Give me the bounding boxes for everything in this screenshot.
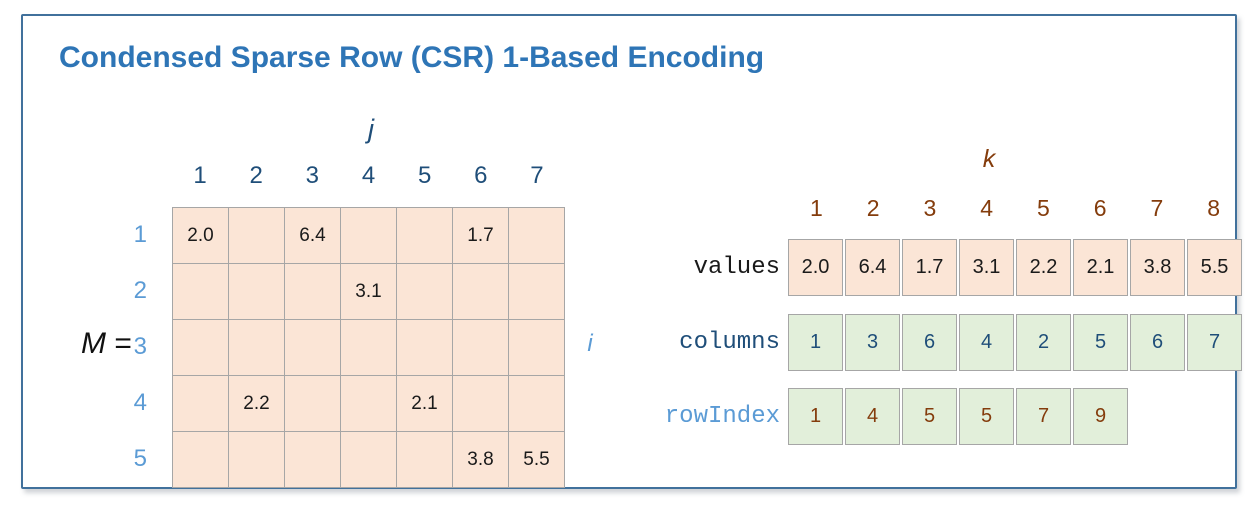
matrix-cell: 6.4 xyxy=(285,208,340,263)
matrix-cell xyxy=(453,376,508,431)
values-cell: 5.5 xyxy=(1187,239,1242,296)
matrix-symbol: M xyxy=(81,327,106,360)
columns-cell: 6 xyxy=(902,314,957,371)
array-index-header: 3 xyxy=(923,195,937,221)
matrix-cell xyxy=(285,432,340,487)
values-array-label: values xyxy=(693,254,780,281)
matrix-cell: 2.2 xyxy=(229,376,284,431)
array-index-header: 4 xyxy=(980,195,994,221)
matrix-cell xyxy=(173,376,228,431)
columns-cell: 5 xyxy=(1073,314,1128,371)
array-index-header: 8 xyxy=(1207,195,1221,221)
matrix-row-header: 4 xyxy=(133,389,147,416)
matrix-row-header: 5 xyxy=(133,445,147,472)
matrix-cell xyxy=(397,432,452,487)
matrix-cell xyxy=(285,376,340,431)
values-cell: 2.1 xyxy=(1073,239,1128,296)
slide-frame: Condensed Sparse Row (CSR) 1-Based Encod… xyxy=(21,14,1242,489)
matrix-cell xyxy=(509,264,564,319)
columns-cell: 6 xyxy=(1130,314,1185,371)
rowindex-array-label: rowIndex xyxy=(664,403,780,430)
matrix-name-label: M = xyxy=(81,327,151,361)
matrix-cell xyxy=(229,320,284,375)
matrix-cell xyxy=(173,320,228,375)
matrix-col-header: 3 xyxy=(305,162,320,189)
rowIndex-cell: 4 xyxy=(845,388,900,445)
matrix-col-header: 7 xyxy=(530,162,544,189)
matrix-cell: 2.1 xyxy=(397,376,452,431)
equals-sign: = xyxy=(114,327,132,360)
matrix-cell xyxy=(285,320,340,375)
matrix-cell xyxy=(173,432,228,487)
matrix-cell xyxy=(397,208,452,263)
matrix-column-headers: 1 2 3 4 5 6 7 xyxy=(172,162,565,190)
matrix-cell xyxy=(341,376,396,431)
matrix-cell xyxy=(341,208,396,263)
matrix-cell xyxy=(397,264,452,319)
array-index-header: 2 xyxy=(866,195,880,221)
matrix-cell xyxy=(229,264,284,319)
array-index-header: 6 xyxy=(1093,195,1107,221)
rowIndex-cell: 7 xyxy=(1016,388,1071,445)
matrix-col-header: 6 xyxy=(474,162,488,189)
rowIndex-cell: 5 xyxy=(959,388,1014,445)
columns-cell: 7 xyxy=(1187,314,1242,371)
matrix-cell xyxy=(341,320,396,375)
columns-cell: 3 xyxy=(845,314,900,371)
rowIndex-cell: 5 xyxy=(902,388,957,445)
matrix-col-header: 2 xyxy=(249,162,263,189)
columns-cell: 4 xyxy=(959,314,1014,371)
matrix-cell xyxy=(173,264,228,319)
matrix-cell: 5.5 xyxy=(509,432,564,487)
matrix-cell xyxy=(397,320,452,375)
values-cell: 2.2 xyxy=(1016,239,1071,296)
columns-cell: 2 xyxy=(1016,314,1071,371)
array-index-header: 5 xyxy=(1036,195,1050,221)
matrix-row-header: 1 xyxy=(133,221,147,248)
columns-array-label: columns xyxy=(679,329,780,356)
matrix-cell xyxy=(285,264,340,319)
matrix-cell xyxy=(453,320,508,375)
page-title: Condensed Sparse Row (CSR) 1-Based Encod… xyxy=(59,41,765,74)
matrix-col-header: 1 xyxy=(193,162,207,189)
row-axis-label: i xyxy=(587,330,593,357)
array-index-header: 1 xyxy=(809,195,823,221)
rowIndex-cell: 9 xyxy=(1073,388,1128,445)
array-index-header: 7 xyxy=(1150,195,1164,221)
matrix-cell: 3.1 xyxy=(341,264,396,319)
matrix-row-header: 3 xyxy=(133,333,147,360)
values-cell: 6.4 xyxy=(845,239,900,296)
matrix-cell xyxy=(341,432,396,487)
matrix-cell: 3.8 xyxy=(453,432,508,487)
columns-cell: 1 xyxy=(788,314,843,371)
index-axis-label: k xyxy=(982,145,996,173)
matrix-cell xyxy=(509,208,564,263)
column-axis-label: j xyxy=(368,114,374,144)
matrix-cell: 1.7 xyxy=(453,208,508,263)
array-index-headers: 1 2 3 4 5 6 7 8 xyxy=(788,195,1242,222)
values-cell: 2.0 xyxy=(788,239,843,296)
matrix-cell xyxy=(453,264,508,319)
matrix-cell xyxy=(509,320,564,375)
matrix-cell: 2.0 xyxy=(173,208,228,263)
matrix-col-header: 4 xyxy=(361,162,376,189)
matrix-col-header: 5 xyxy=(417,162,432,189)
matrix-cell xyxy=(229,432,284,487)
values-cell: 3.1 xyxy=(959,239,1014,296)
matrix-row-header: 2 xyxy=(133,277,147,304)
values-cell: 1.7 xyxy=(902,239,957,296)
matrix-row-headers: 1 2 3 4 5 xyxy=(111,207,159,487)
values-cell: 3.8 xyxy=(1130,239,1185,296)
rowIndex-cell: 1 xyxy=(788,388,843,445)
matrix-cell xyxy=(509,376,564,431)
matrix-cell xyxy=(229,208,284,263)
